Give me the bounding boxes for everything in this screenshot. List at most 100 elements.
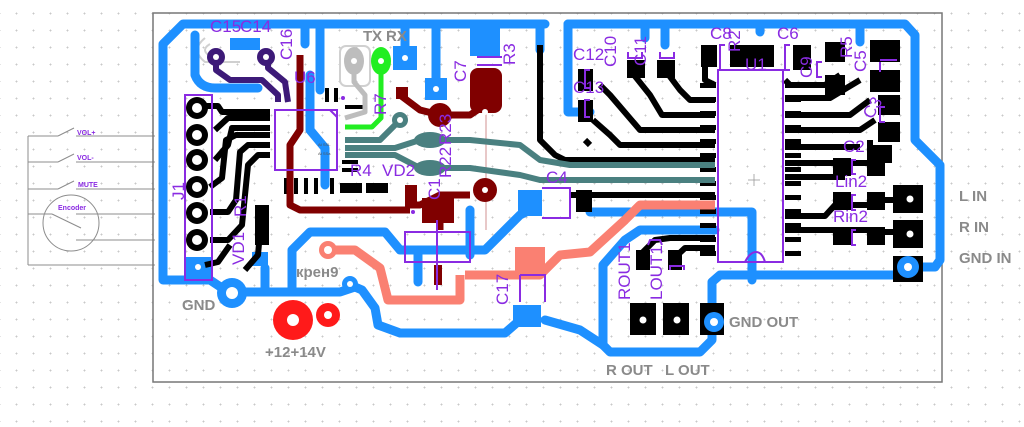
pad-r3: [470, 28, 500, 56]
label-u6: U6: [294, 68, 316, 87]
label-r-out: R OUT: [606, 362, 653, 379]
bottom-trace: [537, 45, 715, 163]
hole: [433, 86, 439, 92]
pad-r23-teal: [414, 132, 446, 148]
pad-r22-teal: [414, 160, 446, 176]
pad-holes: [639, 195, 914, 324]
pad-lin2: [833, 192, 851, 210]
label-c16: C16: [277, 29, 296, 60]
hole: [639, 316, 647, 324]
outline-r5: [816, 61, 822, 78]
pad: [405, 185, 417, 203]
hole: [482, 109, 488, 115]
outline-c3: [879, 106, 885, 123]
outline-u1: [717, 69, 784, 263]
label-power: +12+14V: [265, 344, 326, 361]
pin: [785, 251, 801, 256]
encoder-symbol: [42, 194, 100, 252]
pin: [294, 178, 298, 194]
pin: [330, 178, 334, 194]
bottom-trace: [204, 243, 233, 268]
label-vd2: VD2: [382, 161, 415, 180]
pin: [700, 125, 716, 130]
label-c1: C1: [425, 178, 444, 200]
top-trace: [287, 205, 535, 297]
pin: [785, 167, 801, 172]
hole: [378, 58, 384, 64]
pin: [785, 195, 801, 200]
top-trace-gnd: [158, 19, 305, 297]
outline-c8: [719, 44, 725, 71]
label-c5: C5: [851, 50, 870, 72]
label-c10: C10: [601, 36, 620, 67]
connector-j1-pads: [186, 97, 208, 251]
top-trace: [563, 19, 595, 117]
pad-lin2b: [867, 192, 885, 210]
outline-rin2: [851, 229, 856, 246]
outline-c6: [784, 44, 790, 71]
pin: [345, 105, 367, 109]
pad-r5: [825, 42, 845, 62]
pin: [785, 237, 801, 242]
hole: [324, 311, 332, 319]
pad-holes: [482, 109, 488, 193]
u6-pin-label-scl: At SSL: [318, 142, 331, 147]
bottom-trace: [200, 103, 270, 115]
pin: [700, 111, 716, 116]
top-trace: [305, 70, 330, 190]
pin: [700, 223, 716, 228]
pad-c4b: [576, 190, 592, 212]
pad-r2b: [752, 45, 774, 67]
power-connector: [273, 300, 340, 340]
pad-c17: [513, 305, 541, 327]
switch-vol-plus: [57, 127, 75, 137]
hole: [482, 187, 488, 193]
label-c17: C17: [493, 274, 512, 305]
trace: [286, 55, 410, 214]
pad-rin2b: [867, 227, 885, 245]
label-c11: C11: [631, 36, 650, 66]
pad-c15-c14: [230, 38, 260, 50]
trace-rx: [345, 62, 384, 130]
label-rin2: Rin2: [833, 207, 868, 226]
hole: [192, 235, 202, 245]
trace: [345, 137, 715, 168]
pin: [340, 183, 362, 193]
label-c2: C2: [843, 137, 865, 156]
pin: [785, 139, 801, 144]
pin: [342, 160, 358, 164]
pad-c5b: [870, 70, 900, 92]
label-rx: RX: [386, 28, 407, 45]
top-trace: [540, 315, 608, 350]
hole: [192, 130, 202, 140]
pad-r7: [396, 87, 408, 99]
pin: [785, 125, 801, 130]
hole: [347, 281, 353, 287]
hole: [402, 55, 408, 61]
pin: [304, 178, 308, 194]
pin: [700, 209, 716, 214]
pad-c5: [870, 40, 900, 62]
pin: [284, 178, 288, 194]
hole: [324, 246, 332, 254]
pin: [700, 195, 716, 200]
trace: [328, 245, 465, 305]
u6-pins: [255, 88, 388, 245]
pin: [325, 88, 329, 102]
hole: [906, 230, 914, 238]
pad-r2: [730, 45, 752, 67]
outline-lin2: [851, 194, 856, 211]
bottom-trace: [210, 142, 270, 215]
bottom-trace: [582, 137, 593, 148]
pin: [700, 153, 716, 158]
outline-c5: [879, 59, 897, 72]
u1-origin-cross: [748, 174, 760, 186]
pad-c1: [422, 198, 454, 223]
label-r3: R3: [500, 43, 519, 65]
label-lin2: Lin2: [835, 172, 867, 191]
switch-label: VOL-: [77, 155, 94, 162]
hole: [287, 314, 299, 326]
green-traces: [345, 62, 384, 130]
label-r4: R4: [350, 161, 372, 180]
